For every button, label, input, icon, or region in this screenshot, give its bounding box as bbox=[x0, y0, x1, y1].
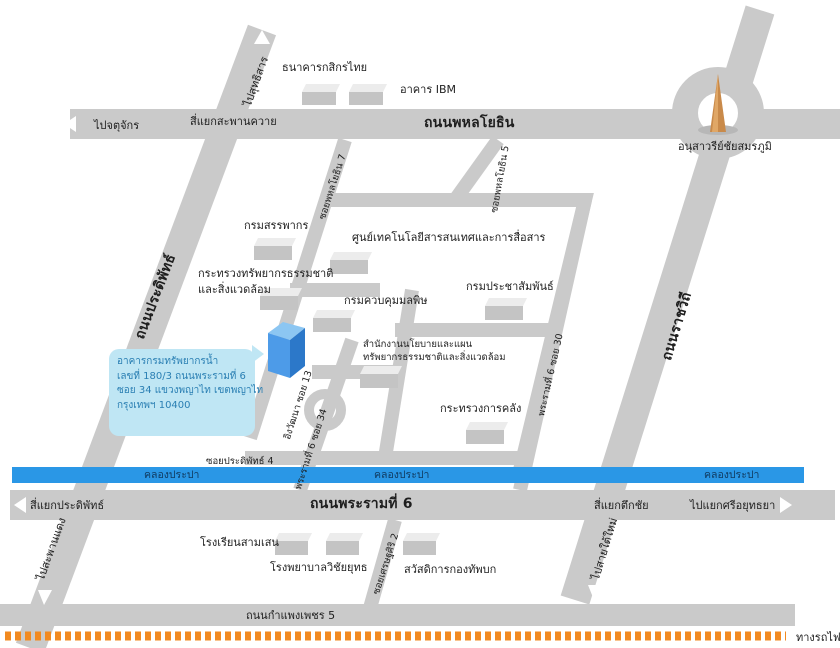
direction-tuekchai-junction: สี่แยกตึกชัย bbox=[594, 499, 649, 512]
railway-label: ทางรถไฟ bbox=[796, 631, 840, 644]
target-building-icon bbox=[268, 322, 305, 378]
building-prd-icon bbox=[485, 298, 527, 320]
landmark-samsen-school: โรงเรียนสามเสน bbox=[200, 536, 279, 549]
canal bbox=[12, 467, 804, 483]
building-revenue-icon bbox=[254, 238, 296, 260]
building-ict-icon bbox=[330, 252, 372, 274]
building-pcd-icon bbox=[313, 310, 355, 332]
road-label-phahon: ถนนพหลโยธิน bbox=[424, 115, 515, 131]
landmark-kasikorn: ธนาคารกสิกรไทย bbox=[282, 61, 368, 74]
road-label-rama6: ถนนพระรามที่ 6 bbox=[310, 496, 413, 512]
rama6-soi30 bbox=[513, 198, 592, 492]
direction-chatuchak: ไปจตุจักร bbox=[94, 119, 140, 132]
setsiri2-soi bbox=[361, 518, 402, 617]
canal-label-2: คลองประปา bbox=[374, 469, 430, 481]
building-onep-icon bbox=[360, 366, 402, 388]
callout-line-3: ซอย 34 แขวงพญาไท เขตพญาไท bbox=[117, 385, 264, 396]
landmark-revenue: กรมสรรพากร bbox=[244, 219, 309, 232]
landmark-monument: อนุสาวรีย์ชัยสมรภูมิ bbox=[678, 140, 772, 153]
landmark-army-welfare: สวัสดิการกองทัพบก bbox=[404, 563, 497, 576]
building-vichaiyut-icon bbox=[326, 533, 363, 555]
landmark-onep-line1: สำนักงานนโยบายและแผน bbox=[363, 339, 473, 350]
landmark-onep-line2: ทรัพยากรธรรมชาติและสิ่งแวดล้อม bbox=[363, 352, 506, 363]
building-finance-icon bbox=[466, 422, 508, 444]
arrow-down-saphandaeng-icon bbox=[38, 590, 52, 605]
arrow-left-chatuchak-icon bbox=[64, 116, 76, 132]
arrow-down-saitai-icon bbox=[588, 585, 602, 600]
soi-label-pradipat4: ซอยประดิพัทธ์ 4 bbox=[206, 456, 274, 467]
building-samsen-icon bbox=[275, 533, 312, 555]
callout-line-1: อาคารกรมทรัพยากรน้ำ bbox=[117, 356, 219, 367]
landmark-ict: ศูนย์เทคโนโลยีสารสนเทศและการสื่อสาร bbox=[352, 231, 546, 244]
arrow-left-pradipat-icon bbox=[14, 497, 26, 513]
building-mnre-icon bbox=[260, 288, 302, 310]
small-roundabout bbox=[304, 389, 346, 431]
callout-line-4: กรุงเทพฯ 10400 bbox=[117, 399, 191, 411]
canal-label-1: คลองประปา bbox=[144, 469, 200, 481]
callout-line-2: เลขที่ 180/3 ถนนพระรามที่ 6 bbox=[117, 370, 246, 382]
rama6-soi34 bbox=[293, 337, 359, 493]
landmark-finance: กระทรวงการคลัง bbox=[440, 402, 522, 415]
direction-pradipat-junction: สี่แยกประดิพัทธ์ bbox=[30, 499, 105, 512]
callout-pointer bbox=[252, 345, 264, 363]
landmark-vichaiyut-hospital: โรงพยาบาลวิชัยยุทธ bbox=[270, 561, 368, 574]
canal-label-3: คลองประปา bbox=[704, 469, 760, 481]
inner-road-4 bbox=[378, 288, 419, 460]
pradipat-road bbox=[15, 24, 277, 648]
phahon5-soi bbox=[449, 135, 504, 205]
landmark-mnre-line1: กระทรวงทรัพยากรธรรมชาติ bbox=[198, 267, 334, 280]
building-kasikorn-icon bbox=[302, 84, 340, 105]
landmark-mnre-line2: และสิ่งแวดล้อม bbox=[198, 283, 271, 296]
direction-sriayutthaya: ไปแยกศรีอยุทธยา bbox=[690, 499, 776, 512]
victory-monument-icon bbox=[698, 74, 738, 135]
landmark-ibm: อาคาร IBM bbox=[400, 83, 457, 96]
arrow-up-sutthisan-icon bbox=[254, 30, 270, 44]
road-label-kamphaengphet5: ถนนกำแพงเพชร 5 bbox=[246, 609, 336, 622]
building-ibm-icon bbox=[349, 84, 387, 105]
direction-saphan-khwai: สี่แยกสะพานควาย bbox=[190, 115, 277, 128]
landmark-pcd: กรมควบคุมมลพิษ bbox=[344, 294, 428, 307]
address-callout: อาคารกรมทรัพยากรน้ำ เลขที่ 180/3 ถนนพระร… bbox=[109, 349, 264, 436]
building-army-welfare-icon bbox=[403, 533, 440, 555]
landmark-prd: กรมประชาสัมพันธ์ bbox=[466, 280, 554, 293]
arrow-right-sriayutthaya-icon bbox=[780, 497, 792, 513]
